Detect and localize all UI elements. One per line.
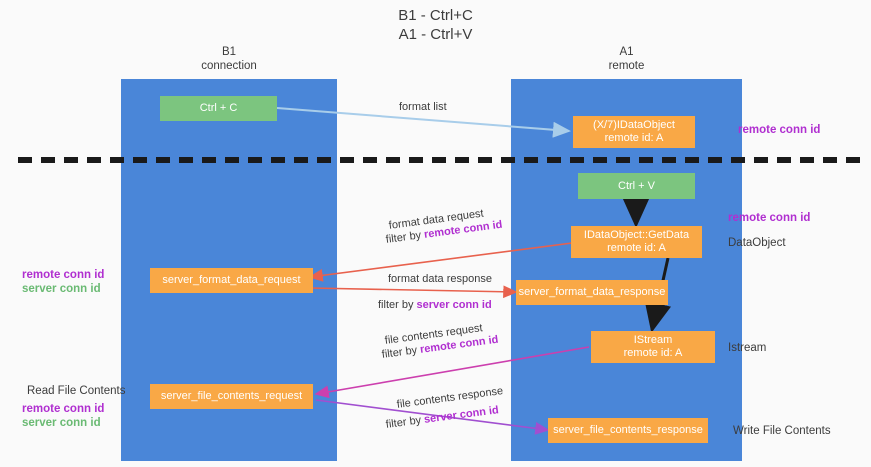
lane-header-b1: B1 connection [121,45,337,73]
title-line-2: A1 - Ctrl+V [398,26,473,43]
edge-label-format-list: format list [399,101,447,113]
filter-prefix: filter by [381,343,421,361]
node-getdata-line-1: IDataObject::GetData [583,229,690,241]
annotation-left-remote-conn-id: remote conn id [22,269,105,281]
node-server-format-data-response[interactable]: server_format_data_response [516,280,668,305]
node-istream-line-2: remote id: A [623,347,683,359]
annotation-left-remote-conn-id-2: remote conn id [22,403,105,415]
filter-prefix: filter by [385,228,425,246]
node-istream-line-1: IStream [633,334,673,346]
node-ctrl-c-label: Ctrl + C [199,102,238,114]
node-ctrl-c[interactable]: Ctrl + C [160,96,277,121]
node-idataobject-getdata[interactable]: IDataObject::GetData remote id: A [571,226,702,258]
annotation-read-file-contents: Read File Contents [27,385,126,397]
annotation-write-file-contents: Write File Contents [733,425,831,437]
filter-prefix: filter by [378,299,417,311]
node-server-file-contents-request[interactable]: server_file_contents_request [150,384,313,409]
title-line-1: B1 - Ctrl+C [398,7,473,24]
node-getdata-line-2: remote id: A [607,242,666,254]
edge-label-format-data-response: format data response [388,273,492,285]
annotation-dataobject: DataObject [728,237,786,249]
node-server-file-contents-request-label: server_file_contents_request [160,390,303,402]
node-ctrl-v[interactable]: Ctrl + V [578,173,695,199]
annotation-istream: Istream [728,342,767,354]
node-idataobject-line-1: (X/7)IDataObject [593,119,675,131]
lane-header-b1-role: connection [201,60,257,72]
filter-key-server-conn-id: server conn id [416,299,492,311]
node-istream[interactable]: IStream remote id: A [591,331,715,363]
annotation-left-server-conn-id: server conn id [22,283,101,295]
annotation-remote-conn-id-mid: remote conn id [728,212,811,224]
lane-header-b1-name: B1 [221,46,237,58]
lane-header-a1: A1 remote [511,45,742,73]
annotation-left-server-conn-id-2: server conn id [22,417,101,429]
edge-label-format-data-response-filter: filter by server conn id [378,298,492,313]
node-server-format-data-request[interactable]: server_format_data_request [150,268,313,293]
node-server-file-contents-response-label: server_file_contents_response [553,424,703,436]
annotation-remote-conn-id-top: remote conn id [738,124,821,136]
node-ctrl-v-label: Ctrl + V [618,179,655,192]
node-idataobject-line-2: remote id: A [604,132,664,144]
page-title: B1 - Ctrl+C A1 - Ctrl+V [0,6,871,44]
node-server-file-contents-response[interactable]: server_file_contents_response [548,418,708,443]
node-idataobject[interactable]: (X/7)IDataObject remote id: A [573,116,695,148]
node-server-format-data-request-label: server_format_data_request [162,274,301,286]
filter-prefix: filter by [385,413,425,431]
lane-header-a1-role: remote [608,60,645,72]
node-server-format-data-response-label: server_format_data_response [518,286,666,298]
lane-header-a1-name: A1 [619,46,634,58]
